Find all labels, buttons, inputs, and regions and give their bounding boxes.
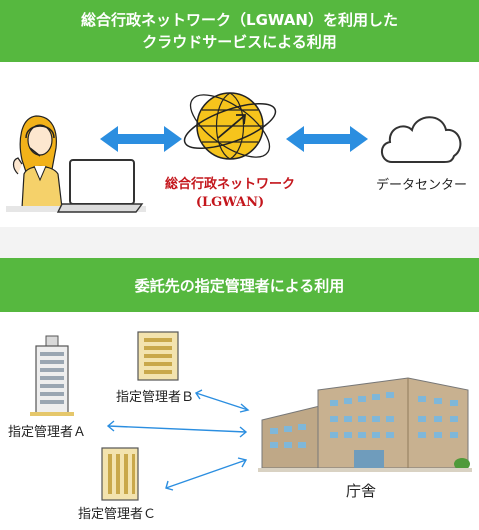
lgwan-abbr: (LGWAN) xyxy=(195,195,265,210)
cloud-icon xyxy=(381,116,462,163)
arrow-c-to-office xyxy=(165,459,247,489)
government-office-label: 庁舎 xyxy=(346,482,377,500)
section1-banner: 総合行政ネットワーク（LGWAN）を利用した クラウドサービスによる利用 xyxy=(0,0,479,62)
section1-title-line1: 総合行政ネットワーク（LGWAN）を利用した xyxy=(81,11,398,29)
section-gap xyxy=(0,227,479,258)
bidirectional-arrow-icon xyxy=(100,126,182,152)
arrow-a-to-office xyxy=(107,425,247,433)
section2-title: 委託先の指定管理者による利用 xyxy=(134,276,345,295)
manager-a-label: 指定管理者Ａ xyxy=(8,425,87,440)
section2-banner: 委託先の指定管理者による利用 xyxy=(0,258,479,312)
arrow-b-to-office xyxy=(195,392,249,411)
manager-c-label: 指定管理者Ｃ xyxy=(78,507,157,522)
datacenter-label: データセンター xyxy=(376,178,468,193)
person-at-laptop-icon xyxy=(6,115,146,213)
lgwan-name: 総合行政ネットワーク xyxy=(164,177,295,192)
manager-b-label: 指定管理者Ｂ xyxy=(116,390,195,405)
office-building-c-icon xyxy=(101,447,139,501)
government-office-building-icon xyxy=(258,377,472,472)
office-building-b-icon xyxy=(137,331,179,381)
section1-title-line2: クラウドサービスによる利用 xyxy=(142,33,337,51)
lgwan-label: 総合行政ネットワーク (LGWAN) xyxy=(150,176,310,212)
globe-network-icon xyxy=(183,92,277,160)
office-building-a-icon xyxy=(30,335,74,416)
bidirectional-arrow-icon xyxy=(286,126,368,152)
